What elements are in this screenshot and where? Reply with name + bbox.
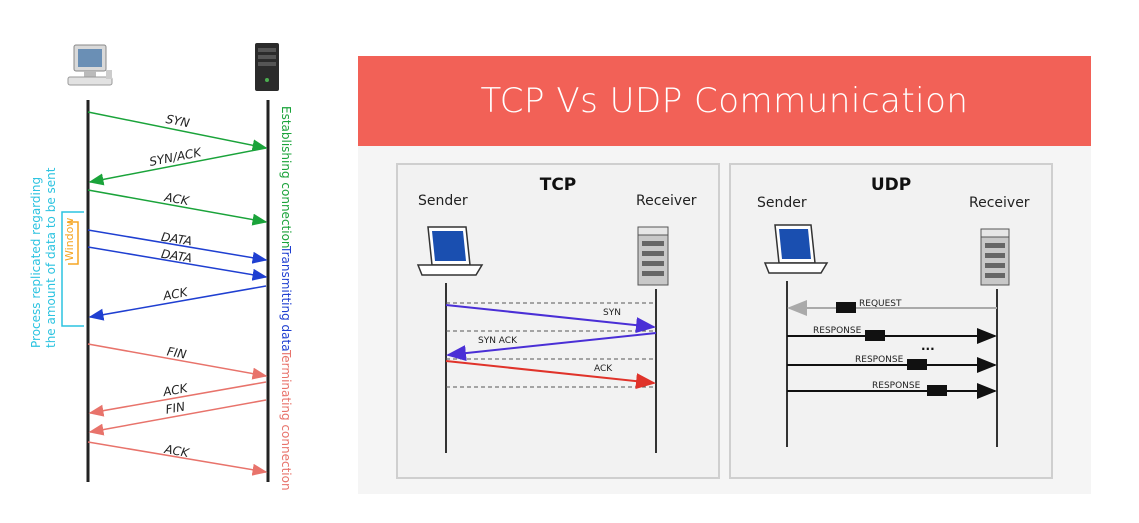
msg-syn: SYN [165,112,191,130]
udp-title: UDP [870,175,912,195]
laptop-icon [763,224,829,274]
tcp-title: TCP [539,175,577,195]
ack-fin-arrow [88,381,267,417]
msg-fin-2: FIN [165,399,187,416]
msg-data-1: DATA [160,230,193,249]
tcp-flow-svg: SYN SYN ACK ACK [416,226,669,453]
fin-arrow-2 [88,399,267,436]
tcp-msg-syn-ack: SYN ACK [478,336,518,346]
udp-msg-request: REQUEST [859,299,902,309]
tcp-vs-udp-panel: TCP Vs UDP Communication TCP Sender Rece… [358,56,1091,494]
udp-box: UDP Sender Receiver [729,163,1053,479]
udp-ellipsis: ... [921,339,935,353]
tcp-ack-arrow [445,360,656,390]
udp-receiver-label: Receiver [969,195,1030,211]
replication-bracket [61,211,84,327]
fin-arrow-1 [87,343,268,380]
tcp-receiver-label: Receiver [636,193,697,209]
ack-data-arrow [88,285,267,321]
tcp-msg-syn: SYN [603,308,621,318]
tcp-sequence-diagram: SYN SYN/ACK ACK DATA DATA ACK FIN ACK FI… [0,0,340,519]
title-banner: TCP Vs UDP Communication [358,56,1091,146]
window-label: Window [63,218,76,261]
tcp-syn-arrow [445,304,656,334]
server-tower-icon [255,43,279,91]
ack-arrow [87,189,268,226]
phase-terminate-label: Terminating connection [279,349,293,491]
syn-ack-arrow [88,147,267,186]
syn-arrow [87,111,268,152]
udp-msg-response-3: RESPONSE [872,381,921,391]
msg-fin-1: FIN [166,344,188,361]
msg-ack-fin: ACK [161,381,190,399]
msg-data-2: DATA [160,247,193,266]
msg-ack: ACK [162,190,191,208]
desktop-computer-icon [67,44,113,86]
phase-transmit-label: Transmitting data [279,245,293,352]
udp-flow-svg: REQUEST RESPONSE ... RESPONSE RESPONSE [763,224,1010,447]
banner-title: TCP Vs UDP Communication [480,81,969,121]
tcp-syn-ack-arrow [446,332,657,362]
tcp-msg-ack: ACK [594,364,613,374]
note-line-2: the amount of data to be sent [44,167,58,348]
server-rack-icon [637,226,669,286]
msg-last-ack: ACK [162,442,191,460]
server-rack-icon [980,228,1010,286]
tcp-sequence-svg: SYN SYN/ACK ACK DATA DATA ACK FIN ACK FI… [29,43,293,491]
note-line-1: Process replicated regarding [29,177,43,348]
udp-msg-response-2: RESPONSE [855,355,904,365]
tcp-sender-label: Sender [418,193,468,209]
udp-msg-response-1: RESPONSE [813,326,862,336]
msg-ack-data: ACK [161,285,190,303]
udp-sender-label: Sender [757,195,807,211]
data-arrow-1 [87,229,268,264]
data-arrow-2 [87,246,268,281]
last-ack-arrow [87,441,268,476]
tcp-box: TCP Sender Receiver [396,163,720,479]
phase-establish-label: Establishing connection [279,106,293,249]
window-bracket [68,221,79,265]
laptop-icon [416,226,484,276]
